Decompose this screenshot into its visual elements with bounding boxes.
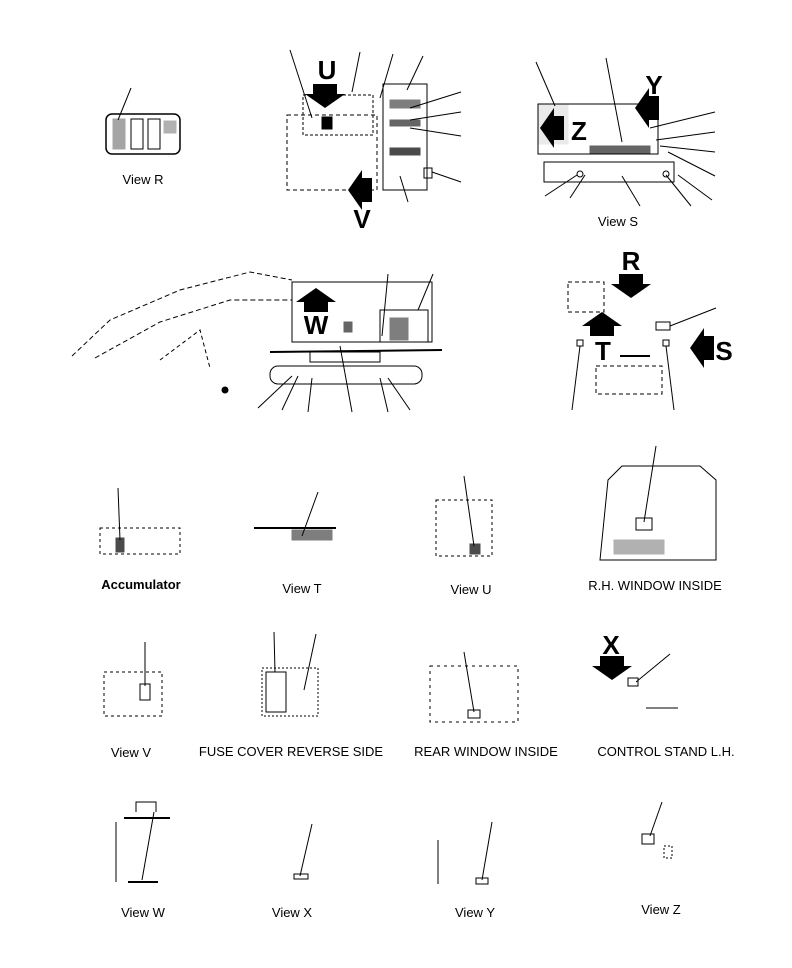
fuse-cover-drawing xyxy=(261,631,319,717)
view-r-drawing xyxy=(105,87,181,155)
excavator-side-view-drawing xyxy=(71,271,443,413)
caption-view-w: View W xyxy=(121,905,165,920)
caption-view-y: View Y xyxy=(455,905,495,920)
arrow-u-icon xyxy=(305,84,345,108)
cab-top-view-drawing xyxy=(286,49,462,203)
accumulator-drawing xyxy=(99,487,181,555)
caption-control-stand-lh: CONTROL STAND L.H. xyxy=(597,744,735,759)
caption-accumulator: Accumulator xyxy=(101,577,181,592)
top-plan-drawing xyxy=(567,281,717,411)
letter-r: R xyxy=(621,246,641,276)
letter-u: U xyxy=(317,55,337,85)
letter-t: T xyxy=(595,336,611,366)
rh-window-drawing xyxy=(599,445,717,561)
view-x-drawing xyxy=(293,823,313,880)
letter-w: W xyxy=(303,310,329,340)
view-u-drawing xyxy=(435,475,493,557)
view-w-drawing xyxy=(115,801,170,883)
letter-z: Z xyxy=(571,116,587,146)
caption-view-r: View R xyxy=(122,172,164,187)
caption-view-s: View S xyxy=(597,214,639,229)
view-v-drawing xyxy=(103,642,163,717)
view-z-drawing xyxy=(641,801,673,859)
caption-view-t: View T xyxy=(282,581,322,596)
control-stand-drawing xyxy=(627,653,678,709)
letter-y: Y xyxy=(645,70,663,100)
caption-view-x: View X xyxy=(271,905,313,920)
caption-fuse-cover-reverse-side: FUSE COVER REVERSE SIDE xyxy=(198,744,384,759)
caption-view-z: View Z xyxy=(641,902,681,917)
arrow-w-icon xyxy=(296,288,336,312)
leader-line xyxy=(117,87,132,121)
caption-rear-window-inside: REAR WINDOW INSIDE xyxy=(414,744,558,759)
caption-view-v: View V xyxy=(110,745,152,760)
letter-v: V xyxy=(353,204,371,234)
rear-window-drawing xyxy=(429,651,519,723)
letter-s: S xyxy=(715,336,733,366)
arrow-s-icon xyxy=(690,328,714,368)
view-y-drawing xyxy=(437,821,493,885)
letter-x: X xyxy=(602,630,620,660)
view-t-drawing xyxy=(254,491,336,541)
caption-rh-window-inside: R.H. WINDOW INSIDE xyxy=(588,578,722,593)
caption-view-u: View U xyxy=(450,582,492,597)
arrow-t-icon xyxy=(582,312,622,336)
arrow-r-icon xyxy=(611,274,651,298)
